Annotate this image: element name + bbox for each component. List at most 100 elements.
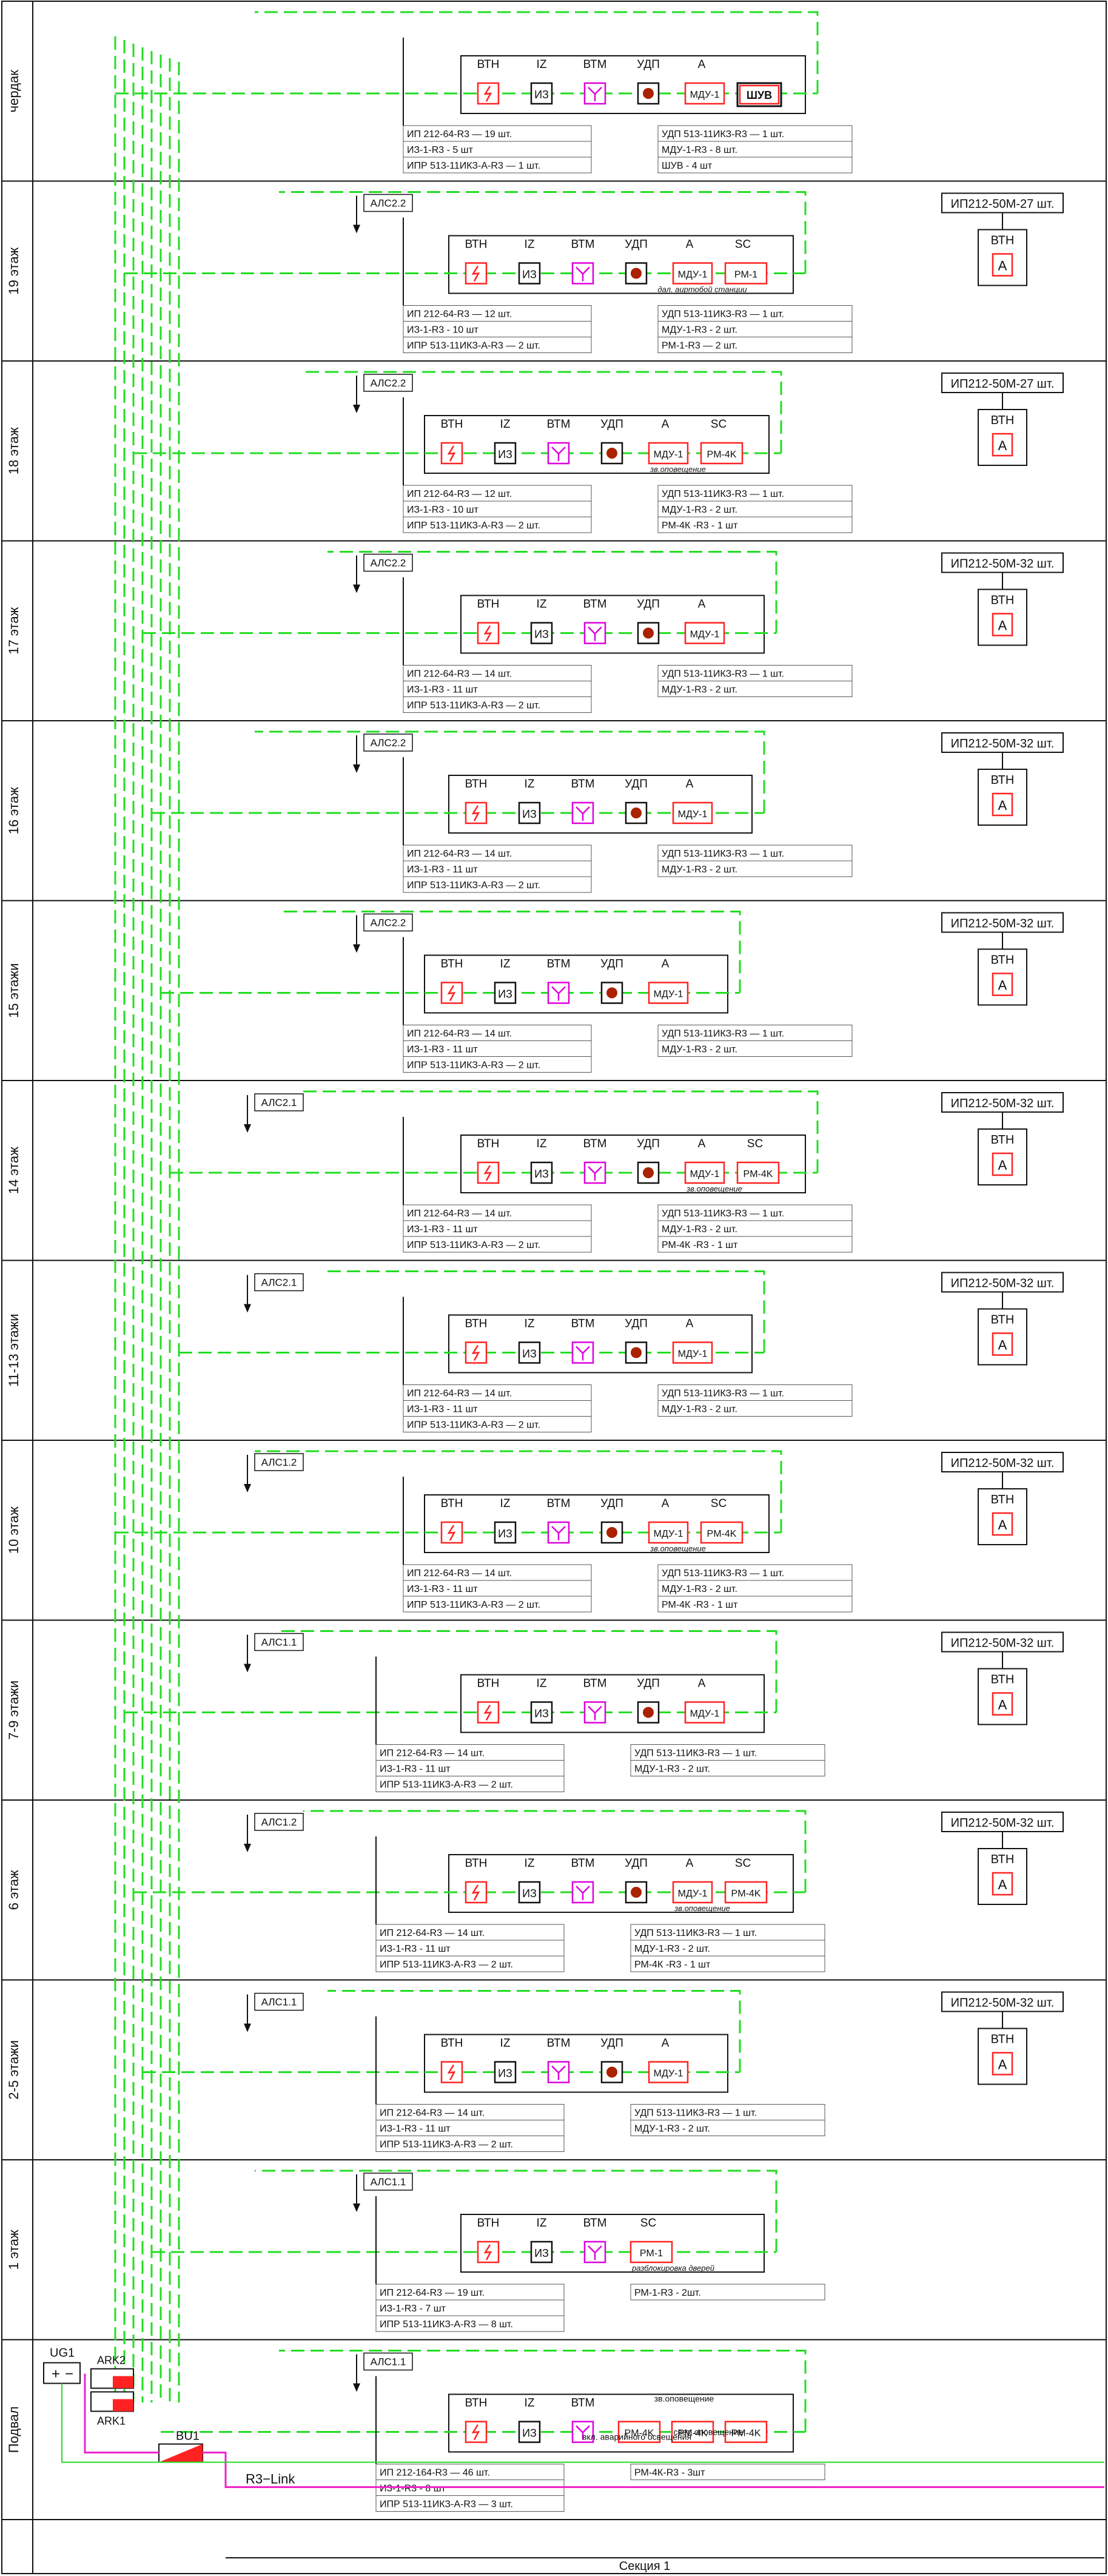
floor-name: Подвал xyxy=(6,2406,21,2453)
mdu-module-icon xyxy=(672,801,713,824)
mdu-module-icon xyxy=(648,982,689,1004)
column-header: IZ xyxy=(537,58,547,71)
column-header: ВТМ xyxy=(571,778,595,791)
mdu-module-icon xyxy=(648,2061,689,2083)
spec-cell xyxy=(403,1580,592,1597)
floor-name: 19 этаж xyxy=(6,247,21,294)
floor-name: 11-13 этажи xyxy=(6,1313,21,1387)
mdu-label: МДУ-1 xyxy=(690,1709,720,1719)
mdu-label: МДУ-1 xyxy=(654,1529,683,1539)
manual-call-point-icon xyxy=(600,2061,623,2083)
column-header: ВТМ xyxy=(547,958,571,971)
r3-link-wire xyxy=(84,2373,159,2453)
column-header: IZ xyxy=(500,2037,511,2050)
spec-left-line: ИПР 513-11ИКЗ-А-R3 — 2 шт. xyxy=(407,521,540,531)
spec-right-line: МДУ-1-R3 - 2 шт. xyxy=(662,865,737,875)
spec-cell xyxy=(657,860,853,877)
address-detector-icon xyxy=(992,253,1013,277)
loop-return xyxy=(255,1450,782,1532)
als-label-box xyxy=(254,1273,304,1292)
column-header: ВТМ xyxy=(547,418,571,431)
spec-cell xyxy=(630,1955,825,1972)
als-label: АЛС1.1 xyxy=(371,2356,406,2368)
sc-note: зв.оповещение xyxy=(650,465,706,474)
spec-cell xyxy=(403,845,592,861)
floor-name: 2-5 этажи xyxy=(6,2040,21,2100)
relay-module-icon xyxy=(736,1161,780,1184)
als-label: АЛС2.1 xyxy=(261,1097,297,1108)
loop-return xyxy=(327,1990,741,2072)
relay-label: PM-4K xyxy=(731,2429,761,2439)
bu-indicator xyxy=(159,2444,203,2463)
column-header: ВТН xyxy=(477,598,500,611)
column-header: А xyxy=(686,238,694,251)
column-header: ВТН xyxy=(465,2397,488,2410)
als-label: АЛС2.2 xyxy=(371,737,406,749)
lightning-icon xyxy=(483,1704,492,1721)
mdu-label: МДУ-1 xyxy=(678,1349,708,1360)
relay-module-icon xyxy=(617,2421,661,2443)
spec-right-line: РМ-4К-R3 - 3шт xyxy=(634,2468,705,2478)
spec-cell xyxy=(630,1924,825,1941)
column-header: УДП xyxy=(600,418,623,431)
column-header: ВТМ xyxy=(571,238,595,251)
arrow-down-icon xyxy=(244,1664,251,1673)
device-panel-frame xyxy=(460,1135,806,1193)
floor-name: 17 этаж xyxy=(6,607,21,654)
isolator-icon xyxy=(518,1341,541,1364)
relay-label: PM-4K xyxy=(678,2429,708,2439)
als-label-box xyxy=(363,913,413,932)
spec-cell xyxy=(657,337,853,353)
spec-left-line: ИПР 513-11ИКЗ-А-R3 — 2 шт. xyxy=(407,880,540,891)
spec-left-line: ИПР 513-11ИКЗ-А-R3 — 2 шт. xyxy=(407,341,540,351)
plus-icon: + xyxy=(52,2366,60,2382)
relay-module-icon xyxy=(724,262,768,285)
isolator-icon xyxy=(494,2061,517,2083)
standalone-device-label: ВТН xyxy=(991,1853,1015,1866)
spec-cell xyxy=(630,1940,825,1957)
isolator-icon xyxy=(530,82,553,105)
standalone-device-label: ВТН xyxy=(991,1673,1015,1687)
spec-left-line: ИПР 513-11ИКЗ-А-R3 — 2 шт. xyxy=(407,701,540,711)
arrow-down-icon xyxy=(353,224,360,234)
spec-cell xyxy=(403,1220,592,1237)
address-detector-icon xyxy=(992,433,1013,457)
als-label: АЛС2.2 xyxy=(371,558,406,569)
column-header: ВТМ xyxy=(571,1318,595,1330)
column-header: ВТМ xyxy=(571,1857,595,1870)
address-letter: А xyxy=(998,1338,1007,1353)
als-label-box xyxy=(254,1453,304,1471)
shuv-inner xyxy=(739,84,780,105)
column-header: ВТН xyxy=(477,58,500,71)
y-icon xyxy=(588,1705,602,1721)
spec-cell xyxy=(657,516,853,533)
mdu-label: МДУ-1 xyxy=(678,1889,708,1899)
als-label: АЛС2.2 xyxy=(371,917,406,929)
ark2-indicator xyxy=(113,2376,133,2389)
isolator-icon-glyph: ИЗ xyxy=(498,1528,512,1540)
lightning-icon xyxy=(471,2424,480,2441)
spec-cell xyxy=(630,1744,825,1761)
isolator-icon-glyph: ИЗ xyxy=(534,89,549,101)
spec-right-line: МДУ-1-R3 - 2 шт. xyxy=(662,505,737,515)
loop-return xyxy=(303,1090,819,1173)
standalone-title: ИП212-50М-32 шт. xyxy=(951,558,1055,571)
ark1-indicator xyxy=(113,2399,133,2412)
dot-icon xyxy=(643,1707,654,1718)
standalone-title-box xyxy=(941,732,1064,753)
als-label-box xyxy=(363,733,413,752)
relay-module-icon xyxy=(724,1881,768,1904)
spec-left-line: ИЗ-1-R3 - 11 шт xyxy=(380,2124,451,2134)
address-detector-icon xyxy=(992,1332,1013,1356)
isolator-icon-glyph: ИЗ xyxy=(534,2247,549,2259)
loop-return xyxy=(327,1270,765,1353)
spec-cell xyxy=(657,1580,853,1597)
lightning-icon xyxy=(483,625,492,642)
column-header: ВТН xyxy=(441,418,463,431)
spec-right-line: ШУВ - 4 шт xyxy=(662,161,713,171)
